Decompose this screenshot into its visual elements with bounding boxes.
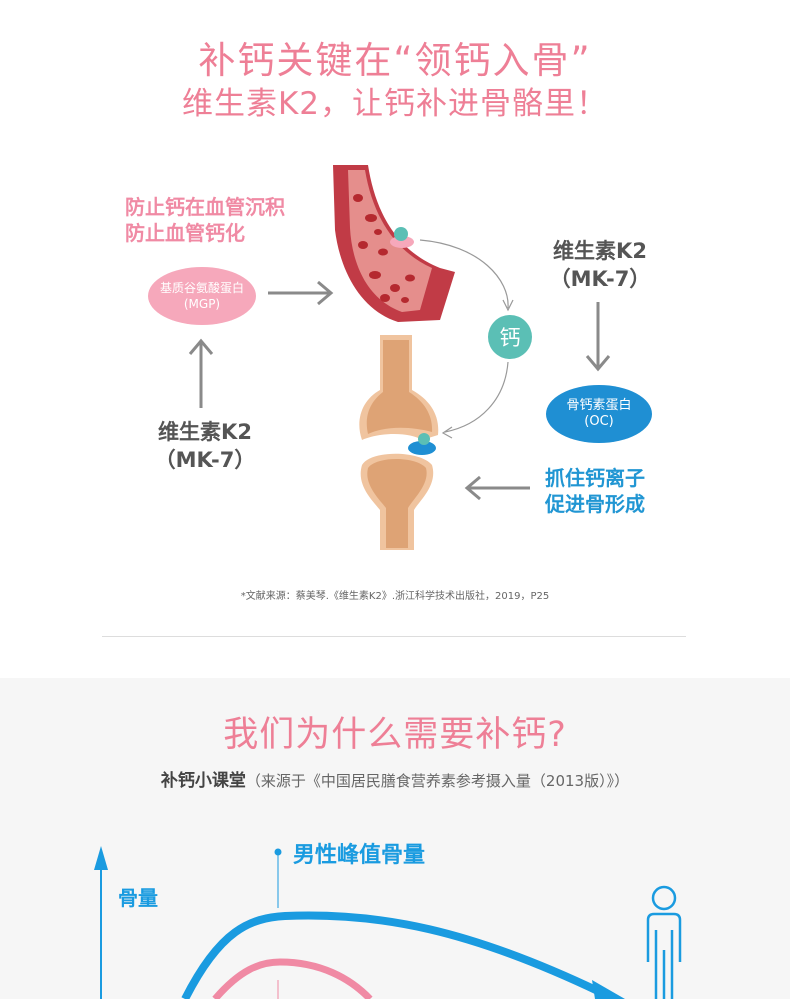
left-effect-1: 防止钙在血管沉积: [125, 195, 285, 219]
mgp-oval: 基质谷氨酸蛋白 (MGP): [148, 267, 256, 325]
title-line-2: 维生素K2，让钙补进骨骼里！: [181, 86, 609, 122]
section-why-calcium: [0, 678, 790, 999]
vitamin-k2-right-name: 维生素K2: [553, 239, 647, 263]
diagram-graphics: [188, 165, 611, 550]
section2-subtitle: 补钙小课堂（来源于《中国居民膳食营养素参考摄入量（2013版）》）: [0, 766, 790, 791]
subtitle-source: （来源于《中国居民膳食营养素参考摄入量（2013版）》）: [245, 772, 630, 790]
oc-oval: 骨钙素蛋白 (OC): [546, 385, 652, 443]
vitamin-k2-left-type: （MK-7）: [154, 448, 256, 472]
left-effect-2: 防止血管钙化: [125, 221, 245, 245]
oc-name: 骨钙素蛋白: [566, 398, 632, 413]
section2-title: 我们为什么需要补钙?: [223, 715, 567, 755]
bone-illustration: [359, 335, 439, 550]
vitamin-k2-right: 维生素K2 （MK-7）: [535, 237, 665, 293]
person-icon: [646, 885, 682, 999]
title-line-1: 补钙关键在“领钙入骨”: [198, 39, 592, 82]
arrow-up-icon: [188, 338, 214, 408]
vitamin-k2-left-name: 维生素K2: [158, 420, 252, 444]
bone-mass-curve: [94, 846, 682, 999]
arrow-down-icon: [585, 302, 611, 372]
mgp-name: 基质谷氨酸蛋白: [159, 281, 244, 295]
right-effect-1: 抓住钙离子: [545, 466, 645, 490]
peak-bone-mass-label: 男性峰值骨量: [293, 843, 426, 868]
vitamin-k2-right-type: （MK-7）: [549, 267, 651, 291]
right-effect-2: 促进骨形成: [545, 492, 645, 516]
divider: [102, 636, 686, 637]
mgp-abbr: (MGP): [183, 297, 221, 311]
calcium-circle: 钙: [488, 315, 532, 359]
vitamin-k2-left: 维生素K2 （MK-7）: [140, 418, 270, 474]
arrow-left-icon: [464, 475, 530, 501]
oc-abbr: (OC): [584, 414, 614, 429]
y-axis-label: 骨量: [118, 886, 158, 910]
subtitle-bold: 补钙小课堂: [160, 771, 246, 791]
arrow-right-icon: [268, 280, 334, 306]
footnote: *文献来源：蔡美琴.《维生素K2》.浙江科学技术出版社，2019，P25: [240, 591, 550, 602]
